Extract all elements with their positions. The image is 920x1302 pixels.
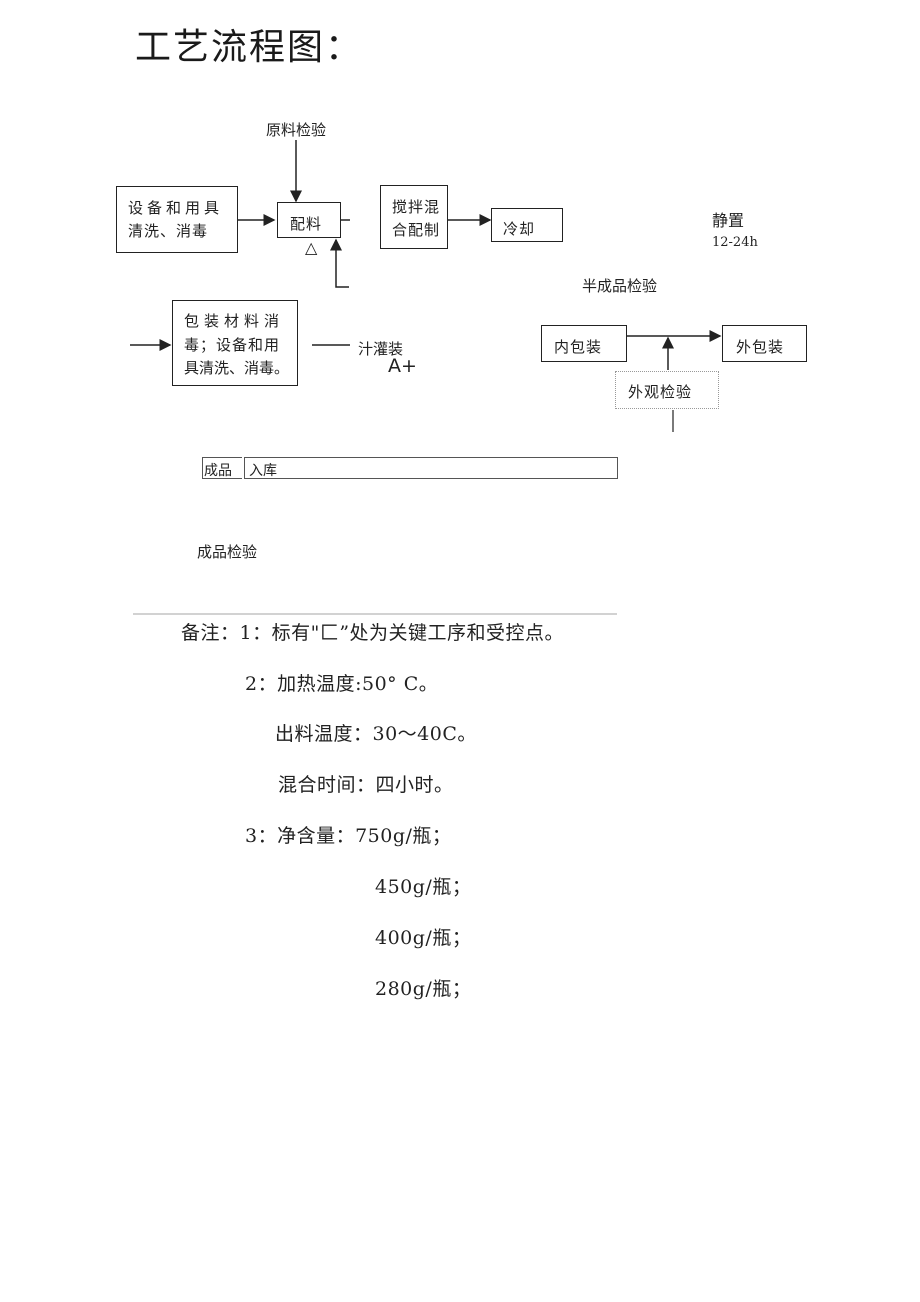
note-line-7: 400g/瓶； — [375, 927, 472, 949]
note-line-6: 450g/瓶； — [375, 876, 472, 898]
finished-product-label: 成品 — [204, 463, 232, 479]
critical-point-triangle: △ — [305, 238, 318, 257]
raw-inspection-label: 原料检验 — [266, 121, 327, 139]
appearance-inspection-label: 外观检验 — [628, 383, 693, 401]
packing-box-line2: 毒；设备和用 — [184, 336, 281, 354]
filling-label: 汁灌装 — [358, 340, 404, 358]
inner-pack-label: 内包装 — [554, 338, 603, 356]
note-line-2: 2：加热温度:50° C。 — [245, 673, 439, 695]
batching-box — [277, 202, 341, 238]
batching-label: 配料 — [290, 215, 323, 233]
sanitize-equipment-box — [116, 186, 238, 253]
packing-box-line1: 包装材料消 — [184, 312, 285, 330]
semi-inspection-label: 半成品检验 — [582, 277, 658, 295]
filling-mark: A+ — [388, 355, 417, 377]
note-line-4: 混合时间：四小时。 — [278, 774, 454, 796]
packing-box-line3: 具清洗、消毒。 — [184, 359, 290, 377]
cooling-label: 冷却 — [503, 220, 536, 238]
rest-label: 静置 — [712, 211, 745, 230]
note-line-1: 备注：1：标有"匚”处为关键工序和受控点。 — [181, 622, 565, 644]
note-line-8: 280g/瓶； — [375, 978, 472, 1000]
mixing-box — [380, 185, 448, 249]
sanitize-box-line1: 设备和用具 — [128, 199, 224, 217]
sanitize-box-line2: 清洗、消毒 — [128, 222, 209, 240]
note-line-3: 出料温度：30～40C。 — [275, 723, 477, 745]
rest-time-label: 12-24h — [712, 235, 758, 250]
packing-sanitize-box — [172, 300, 298, 386]
note-line-5: 3：净含量：750g/瓶； — [245, 825, 452, 847]
inner-pack-box — [541, 325, 627, 362]
cooling-box — [491, 208, 563, 242]
flow-connectors — [130, 140, 722, 615]
appearance-inspection-box — [615, 371, 719, 409]
mixing-box-line2: 合配制 — [392, 221, 441, 239]
finished-inspection-label: 成品检验 — [197, 543, 258, 561]
arrow-return-to-batching — [330, 238, 349, 288]
outer-pack-label: 外包装 — [736, 338, 785, 356]
outer-pack-box — [722, 325, 807, 362]
mixing-box-line1: 搅拌混 — [392, 198, 441, 216]
storage-cell — [244, 457, 618, 479]
page-title: 工艺流程图： — [135, 27, 364, 68]
storage-label: 入库 — [249, 463, 277, 479]
finished-product-cell — [202, 457, 242, 479]
